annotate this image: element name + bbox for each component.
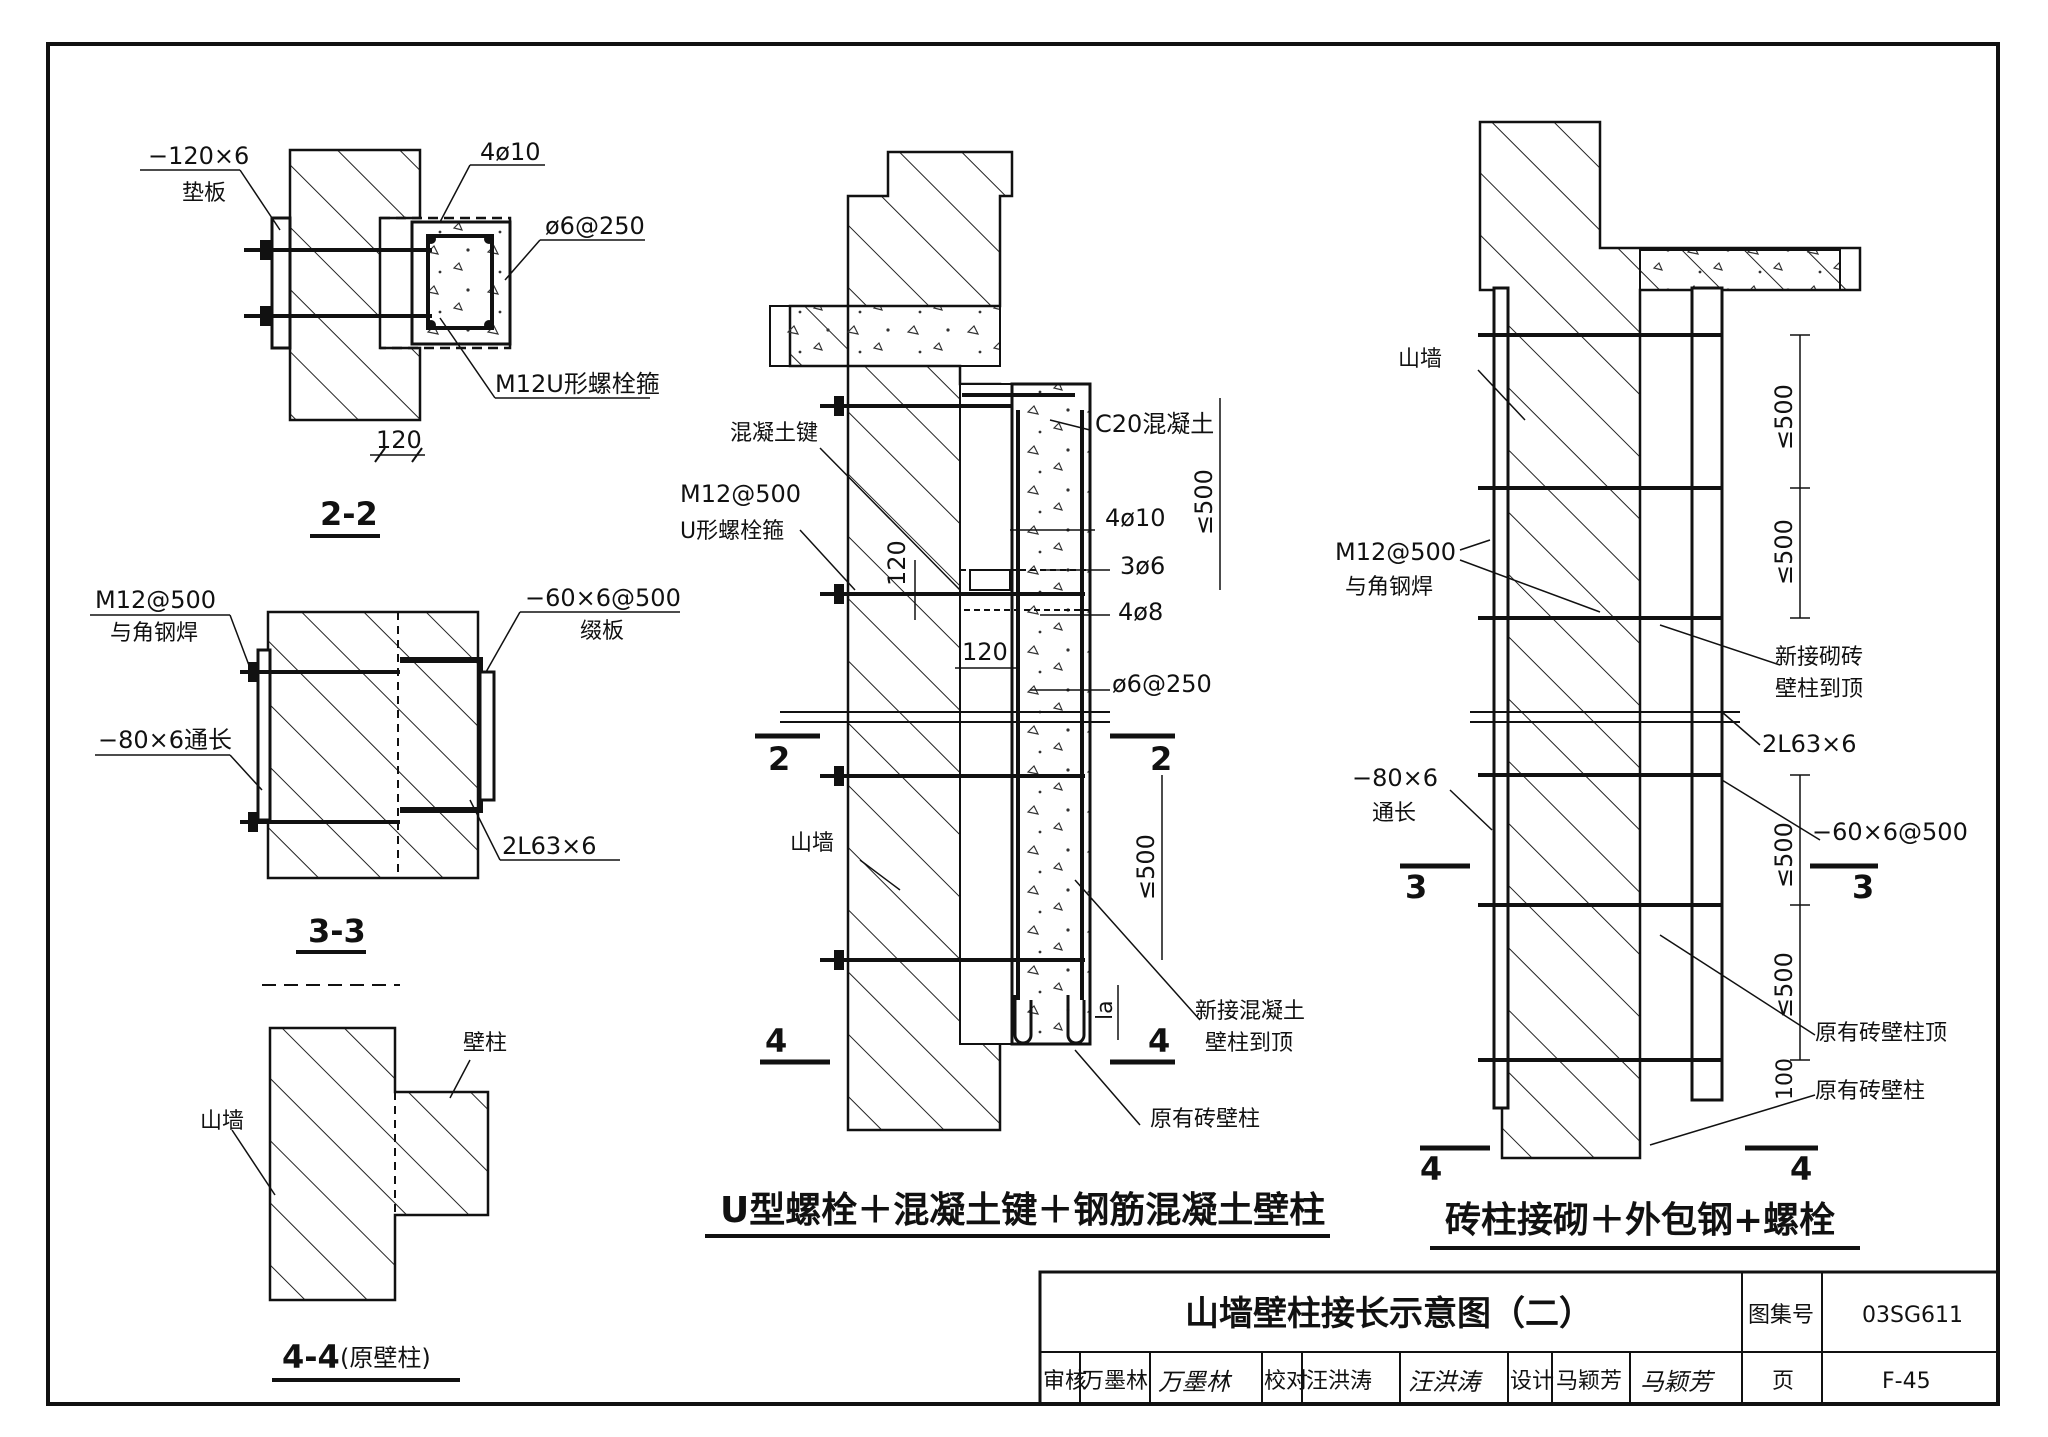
section-title-3-3: 3-3	[308, 912, 366, 950]
label-4phi10: 4ø10	[1105, 504, 1166, 532]
dim-b-4: ≤500	[1770, 952, 1798, 1018]
section-3-3: M12@500 与角钢焊 −60×6@500 缀板 −80×6通长 2L63×6…	[90, 584, 681, 954]
label-ubolt: M12U形螺栓箍	[495, 370, 660, 398]
label-strap-b: −60×6@500	[1812, 818, 1968, 846]
label-bolt: M12@500	[95, 586, 216, 614]
label-original-column: 原有砖壁柱	[1150, 1107, 1260, 1132]
cut-mark-2-left: 2	[768, 740, 790, 778]
label-wall-b: 山墙	[1398, 347, 1442, 372]
checker-signature: 汪洪涛	[1408, 1368, 1483, 1396]
label-angle: 2L63×6	[502, 832, 597, 860]
cut-mark-3-right: 3	[1852, 868, 1874, 906]
label-strap-sub: 缀板	[580, 619, 624, 644]
page-number: F-45	[1882, 1369, 1931, 1394]
dim-b-1: ≤500	[1770, 384, 1798, 450]
label-4phi8: 4ø8	[1118, 598, 1163, 626]
section-title-4-4: 4-4	[282, 1338, 340, 1376]
designer-name: 马颖芳	[1556, 1369, 1622, 1394]
drawing-title: 山墙壁柱接长示意图（二）	[1185, 1294, 1593, 1334]
section-4-4: 壁柱 山墙 4-4 (原壁柱)	[200, 984, 507, 1382]
design-label: 设计	[1510, 1369, 1554, 1394]
atlas-label: 图集号	[1748, 1303, 1814, 1328]
label-rebar-4phi10: 4ø10	[480, 138, 541, 166]
label-flat-b: −80×6	[1352, 764, 1438, 792]
section-title-4-4-sub: (原壁柱)	[340, 1344, 431, 1372]
designer-signature: 马颖芳	[1640, 1368, 1716, 1396]
dim-120-vertical: 120	[883, 540, 911, 586]
cut-mark-4-left: 4	[765, 1022, 787, 1060]
label-u-bolt-sub: U形螺栓箍	[680, 519, 784, 544]
label-original-b: 原有砖壁柱	[1815, 1079, 1925, 1104]
reviewer-name: 万墨林	[1082, 1369, 1148, 1394]
dim-b-2: ≤500	[1770, 519, 1798, 585]
atlas-number: 03SG611	[1862, 1303, 1963, 1328]
label-flat: −80×6通长	[98, 726, 232, 754]
caption-b: 砖柱接砌＋外包钢+螺栓	[1445, 1200, 1835, 1241]
label-bolt-b-sub: 与角钢焊	[1345, 575, 1433, 600]
detail-brick-steel-column: 3 3 4 4 山墙 M12@500 与角钢焊 新接砌砖 壁柱到顶 2L63×6…	[1335, 120, 1968, 1250]
label-angle-b: 2L63×6	[1762, 730, 1857, 758]
check-label: 校对	[1264, 1369, 1308, 1394]
section-title-2-2: 2-2	[320, 495, 378, 533]
checker-name: 汪洪涛	[1306, 1369, 1372, 1394]
label-wall-a: 山墙	[790, 831, 834, 856]
caption-a: U型螺栓＋混凝土键＋钢筋混凝土壁柱	[720, 1190, 1325, 1231]
label-bolt-sub: 与角钢焊	[110, 621, 198, 646]
reviewer-signature: 万墨林	[1158, 1368, 1233, 1396]
review-label: 审核	[1043, 1369, 1087, 1394]
bolt-rows-b	[1478, 333, 1722, 1062]
cut-mark-4-left-b: 4	[1420, 1150, 1442, 1188]
label-bolt-b: M12@500	[1335, 538, 1456, 566]
cut-mark-4-right: 4	[1148, 1022, 1170, 1060]
label-flat-b-sub: 通长	[1372, 801, 1416, 826]
label-pilaster: 壁柱	[463, 1031, 507, 1056]
label-new-column: 新接混凝土	[1195, 999, 1305, 1024]
label-wall: 山墙	[200, 1109, 244, 1134]
dim-la: la	[1093, 1000, 1118, 1020]
cut-mark-2-right: 2	[1150, 740, 1172, 778]
cut-mark-4-right-b: 4	[1790, 1150, 1812, 1188]
section-2-2: −120×6 垫板 4ø10 ø6@250 M12U形螺栓箍 120 2-2	[140, 138, 660, 538]
label-3phi6: 3ø6	[1120, 552, 1165, 580]
page-label: 页	[1772, 1369, 1794, 1394]
label-u-bolt: M12@500	[680, 480, 801, 508]
dim-le500-top: ≤500	[1190, 469, 1218, 535]
dim-b-5: 100	[1773, 1058, 1798, 1100]
label-new-brick: 新接砌砖	[1775, 645, 1863, 670]
detail-u-bolt-column: 2 2 4 4 混凝土键 M12@500 U形螺栓箍 C20混凝土 4ø10 3…	[680, 150, 1330, 1238]
dimension-chain-b: ≤500 ≤500 ≤500 ≤500 100	[1770, 334, 1810, 1100]
sheet-border	[46, 42, 2000, 1406]
label-strap: −60×6@500	[525, 584, 681, 612]
dim-120-horizontal: 120	[962, 638, 1008, 666]
cut-mark-3-left: 3	[1405, 868, 1427, 906]
label-c20: C20混凝土	[1095, 410, 1214, 438]
label-plate: −120×6	[148, 142, 249, 170]
label-new-column-sub: 壁柱到顶	[1205, 1031, 1293, 1056]
label-concrete-key: 混凝土键	[730, 421, 818, 446]
dim-120: 120	[376, 426, 422, 454]
label-stirrup: ø6@250	[545, 212, 645, 240]
dim-b-3: ≤500	[1770, 822, 1798, 888]
dim-le500-bottom: ≤500	[1132, 834, 1160, 900]
title-block: 山墙壁柱接长示意图（二） 图集号 03SG611 审核 万墨林 万墨林 校对 汪…	[1038, 1270, 2000, 1406]
label-column-top: 原有砖壁柱顶	[1815, 1021, 1947, 1046]
label-plate-sub: 垫板	[182, 181, 226, 206]
label-stirrup-a: ø6@250	[1112, 670, 1212, 698]
label-new-brick-sub: 壁柱到顶	[1775, 677, 1863, 702]
